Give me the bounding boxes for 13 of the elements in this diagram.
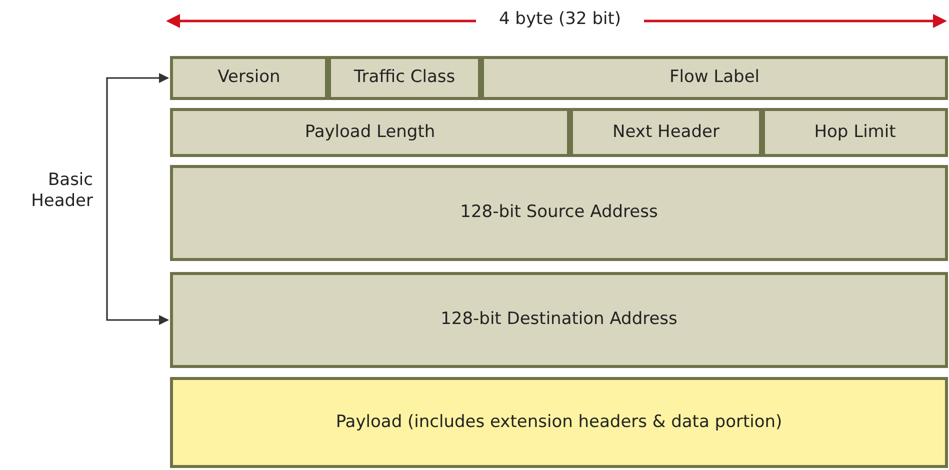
header-field: Hop Limit	[762, 108, 948, 157]
header-field: 128-bit Source Address	[170, 165, 948, 261]
header-field: Version	[170, 56, 328, 100]
bracket-arrow	[106, 191, 169, 325]
header-field: 128-bit Destination Address	[170, 272, 948, 368]
header-field: Payload Length	[170, 108, 570, 157]
bracket-arrow	[106, 73, 169, 191]
payload-field: Payload (includes extension headers & data portion)	[170, 377, 948, 468]
header-field: Traffic Class	[328, 56, 481, 100]
bracket-label: Basic Header	[20, 165, 107, 217]
dimension-label: 4 byte (32 bit)	[498, 9, 622, 30]
header-field: Next Header	[570, 108, 762, 157]
header-field: Flow Label	[481, 56, 948, 100]
